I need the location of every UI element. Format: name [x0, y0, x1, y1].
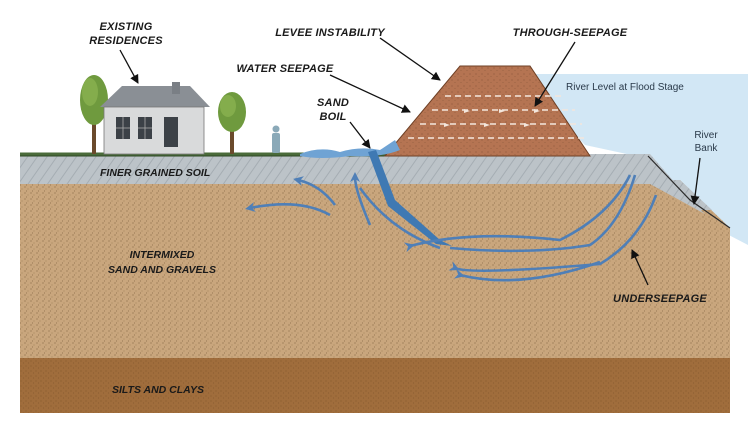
label-sand: SAND [317, 97, 349, 109]
label-water-seepage: WATER SEEPAGE [237, 63, 334, 75]
tree-left [80, 75, 108, 154]
tree-right [218, 92, 246, 154]
label-residences: RESIDENCES [89, 35, 163, 47]
leader-lines [119, 37, 701, 286]
through-seepage-lines [408, 95, 588, 139]
underseepage-arrows [245, 172, 658, 282]
label-bank: Bank [695, 143, 719, 154]
label-levee-instability: LEVEE INSTABILITY [275, 27, 386, 39]
residence-house [100, 82, 210, 155]
sand-gravel-layer [20, 180, 730, 358]
label-river-level: River Level at Flood Stage [566, 82, 684, 93]
label-intermixed: INTERMIXED [130, 249, 195, 261]
finer-soil-band [20, 154, 650, 184]
river-bank-line [647, 155, 731, 229]
leader-river-bank [690, 157, 701, 205]
leader-water-seepage [329, 74, 411, 113]
label-boil: BOIL [319, 111, 346, 123]
silts-clays-layer [20, 358, 730, 413]
levee-body [383, 65, 591, 157]
label-river: River [694, 130, 718, 141]
seepage-arrows-small [444, 109, 540, 127]
leader-levee-instability [379, 37, 441, 81]
sand-boil-channel [368, 150, 452, 246]
leader-through-seepage [534, 41, 576, 107]
leader-sand-boil [349, 121, 371, 149]
finer-soil-slope [650, 154, 705, 214]
label-finer-soil: FINER GRAINED SOIL [100, 167, 210, 179]
person-figure [272, 125, 280, 153]
label-through-seepage: THROUGH-SEEPAGE [513, 27, 628, 39]
label-sand-gravels: SAND AND GRAVELS [108, 264, 216, 276]
label-existing: EXISTING [100, 21, 153, 33]
leader-underseepage [631, 249, 649, 286]
leader-residences [119, 49, 139, 84]
label-silts-clays: SILTS AND CLAYS [112, 384, 204, 396]
label-underseepage: UNDERSEEPAGE [613, 293, 707, 305]
